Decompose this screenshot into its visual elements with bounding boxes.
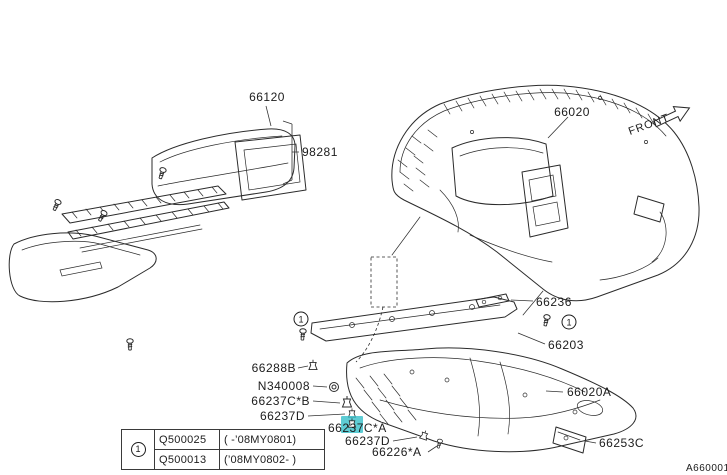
callout-1-right: 1 [561,314,577,330]
part-label-66020[interactable]: 66020 [554,105,590,119]
table-row: 1 Q500025 ( -’08MY0801) [121,429,325,470]
table-applicability: ( -’08MY0801) [219,429,325,450]
dashed-reference-box [370,256,398,308]
table-row: Q500013 (’08MY0802- ) [122,449,325,470]
part-label-66237C-B[interactable]: 66237C*B [251,394,310,408]
part-label-66253C[interactable]: 66253C [599,436,644,450]
applicability-table: 1 Q500025 ( -’08MY0801) Q500013 (’08MY08… [121,429,325,470]
part-label-98281[interactable]: 98281 [302,145,338,159]
table-part-no: Q500013 [154,449,220,470]
part-label-66020A[interactable]: 66020A [567,385,611,399]
svg-text:1: 1 [566,318,571,328]
callout-1-table: 1 [130,442,146,457]
table-applicability: (’08MY0802- ) [219,449,325,470]
part-label-66237C-A[interactable]: 66237C*A [328,421,387,435]
part-label-66236[interactable]: 66236 [536,295,572,309]
front-arrow-icon [653,106,691,128]
leader-lines [265,105,597,453]
svg-text:1: 1 [298,315,303,325]
part-label-66288B[interactable]: 66288B [252,361,296,375]
part-label-66203[interactable]: 66203 [548,338,584,352]
part-label-N340008[interactable]: N340008 [258,379,310,393]
callout-1-left: 1 [293,311,309,327]
glovebox-assembly-art [8,128,307,351]
lower-panel-art [298,256,637,454]
doc-reference: A660001 [686,463,727,474]
instrument-panel-art [391,84,700,316]
part-label-66226-A[interactable]: 66226*A [372,445,422,459]
table-part-no: Q500025 [154,429,220,450]
front-direction-indicator: FRONT [627,106,691,138]
part-label-66237D-1[interactable]: 66237D [260,409,305,423]
part-label-66120[interactable]: 66120 [249,90,285,104]
part-labels: 66120 98281 66020 66236 66203 66288B N34… [249,90,644,459]
table-callout-cell: 1 [121,429,155,470]
part-label-66237D-2[interactable]: 66237D [345,434,390,448]
